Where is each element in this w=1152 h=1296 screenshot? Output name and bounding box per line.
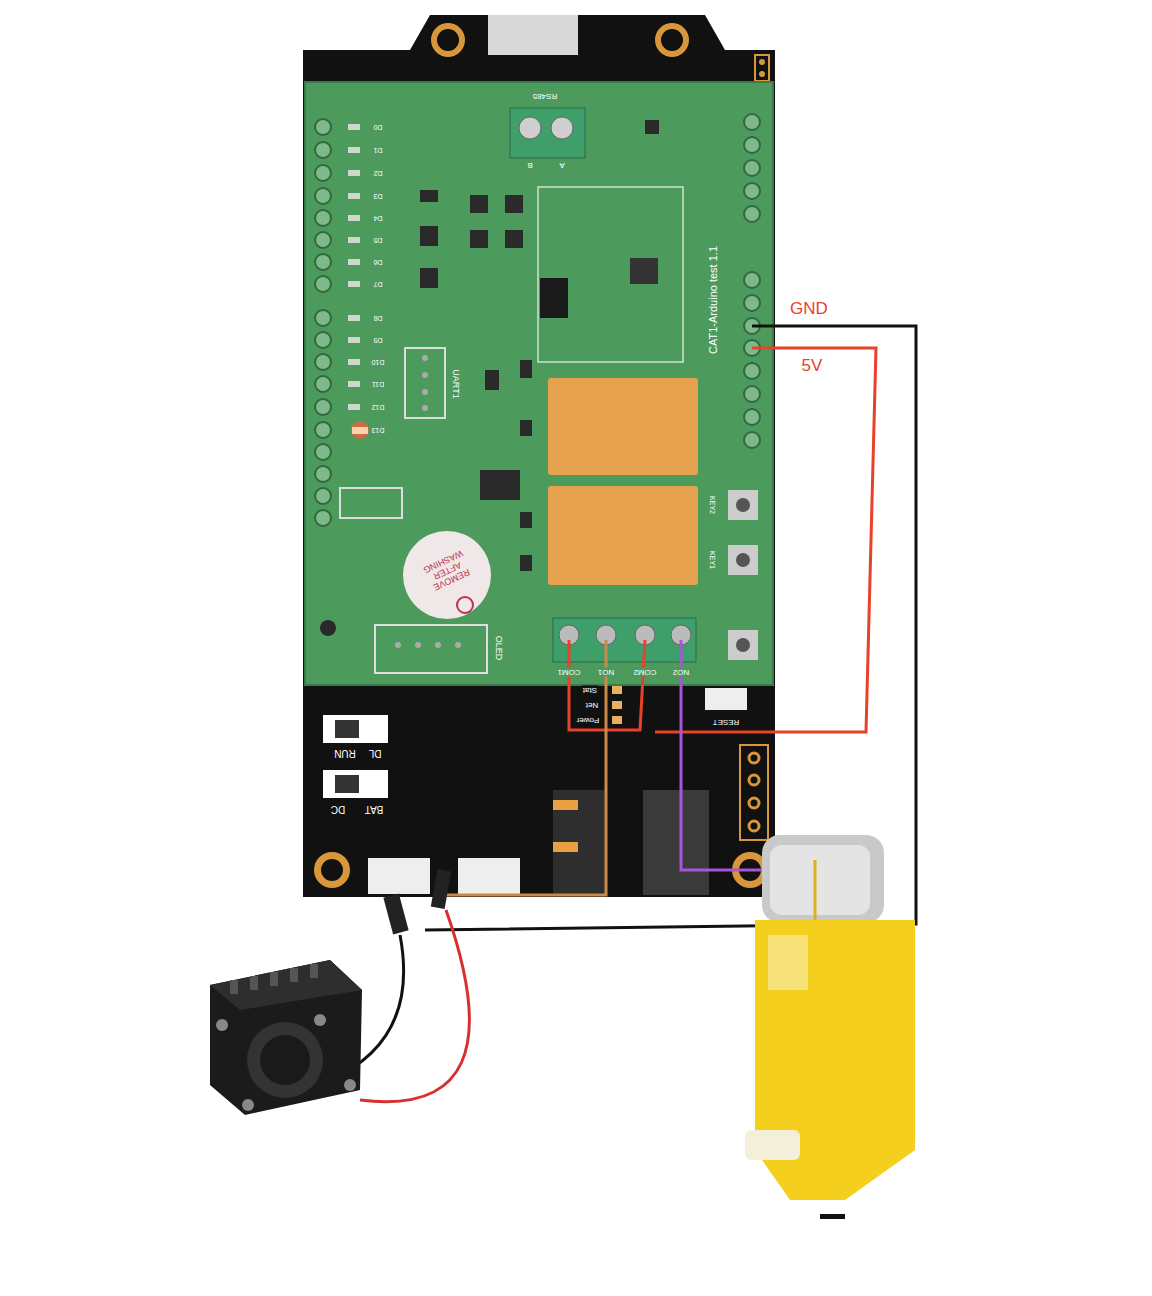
- board-name: CAT1-Arduino test 1.1: [707, 246, 719, 354]
- pin-label: D8: [374, 314, 383, 322]
- connector-label: RS485: [533, 92, 557, 101]
- led-label: Stat: [582, 686, 598, 695]
- pin-label: D6: [374, 258, 383, 266]
- switch-label: DL: [369, 748, 382, 759]
- pin-label: D2: [374, 169, 383, 177]
- pin-label: D1: [374, 146, 383, 154]
- pin-label: B: [527, 161, 532, 170]
- pin-label: D0: [374, 123, 383, 131]
- pin-label: D13: [372, 426, 385, 434]
- pin-label: 5V: [802, 357, 823, 376]
- button-label: RESET: [712, 718, 741, 727]
- switch-label: DC: [331, 804, 345, 815]
- terminal-label: NO1: [597, 668, 615, 677]
- pin-label: D10: [372, 358, 385, 366]
- terminal-label: NO2: [672, 668, 690, 677]
- led-label: Power: [576, 716, 601, 725]
- pin-label: D12: [372, 403, 385, 411]
- button-label: KEY1: [708, 551, 716, 569]
- pin-label: D7: [374, 280, 383, 288]
- pin-label: A: [559, 161, 564, 170]
- pin-label: D5: [374, 236, 383, 244]
- terminal-label: COM2: [632, 668, 657, 677]
- pin-label: D4: [374, 214, 383, 222]
- pin-label: D11: [372, 380, 384, 388]
- connector-label: UART1: [450, 369, 460, 398]
- switch-label: RUN: [334, 748, 356, 759]
- led-label: Net: [585, 701, 599, 710]
- pin-label: D3: [374, 192, 383, 200]
- switch-label: BAT: [365, 804, 384, 815]
- pin-label: D9: [374, 336, 383, 344]
- terminal-label: COM1: [556, 668, 581, 677]
- connector-label: OLED: [493, 636, 503, 661]
- button-label: KEY2: [708, 496, 716, 514]
- pin-label: GND: [790, 300, 828, 319]
